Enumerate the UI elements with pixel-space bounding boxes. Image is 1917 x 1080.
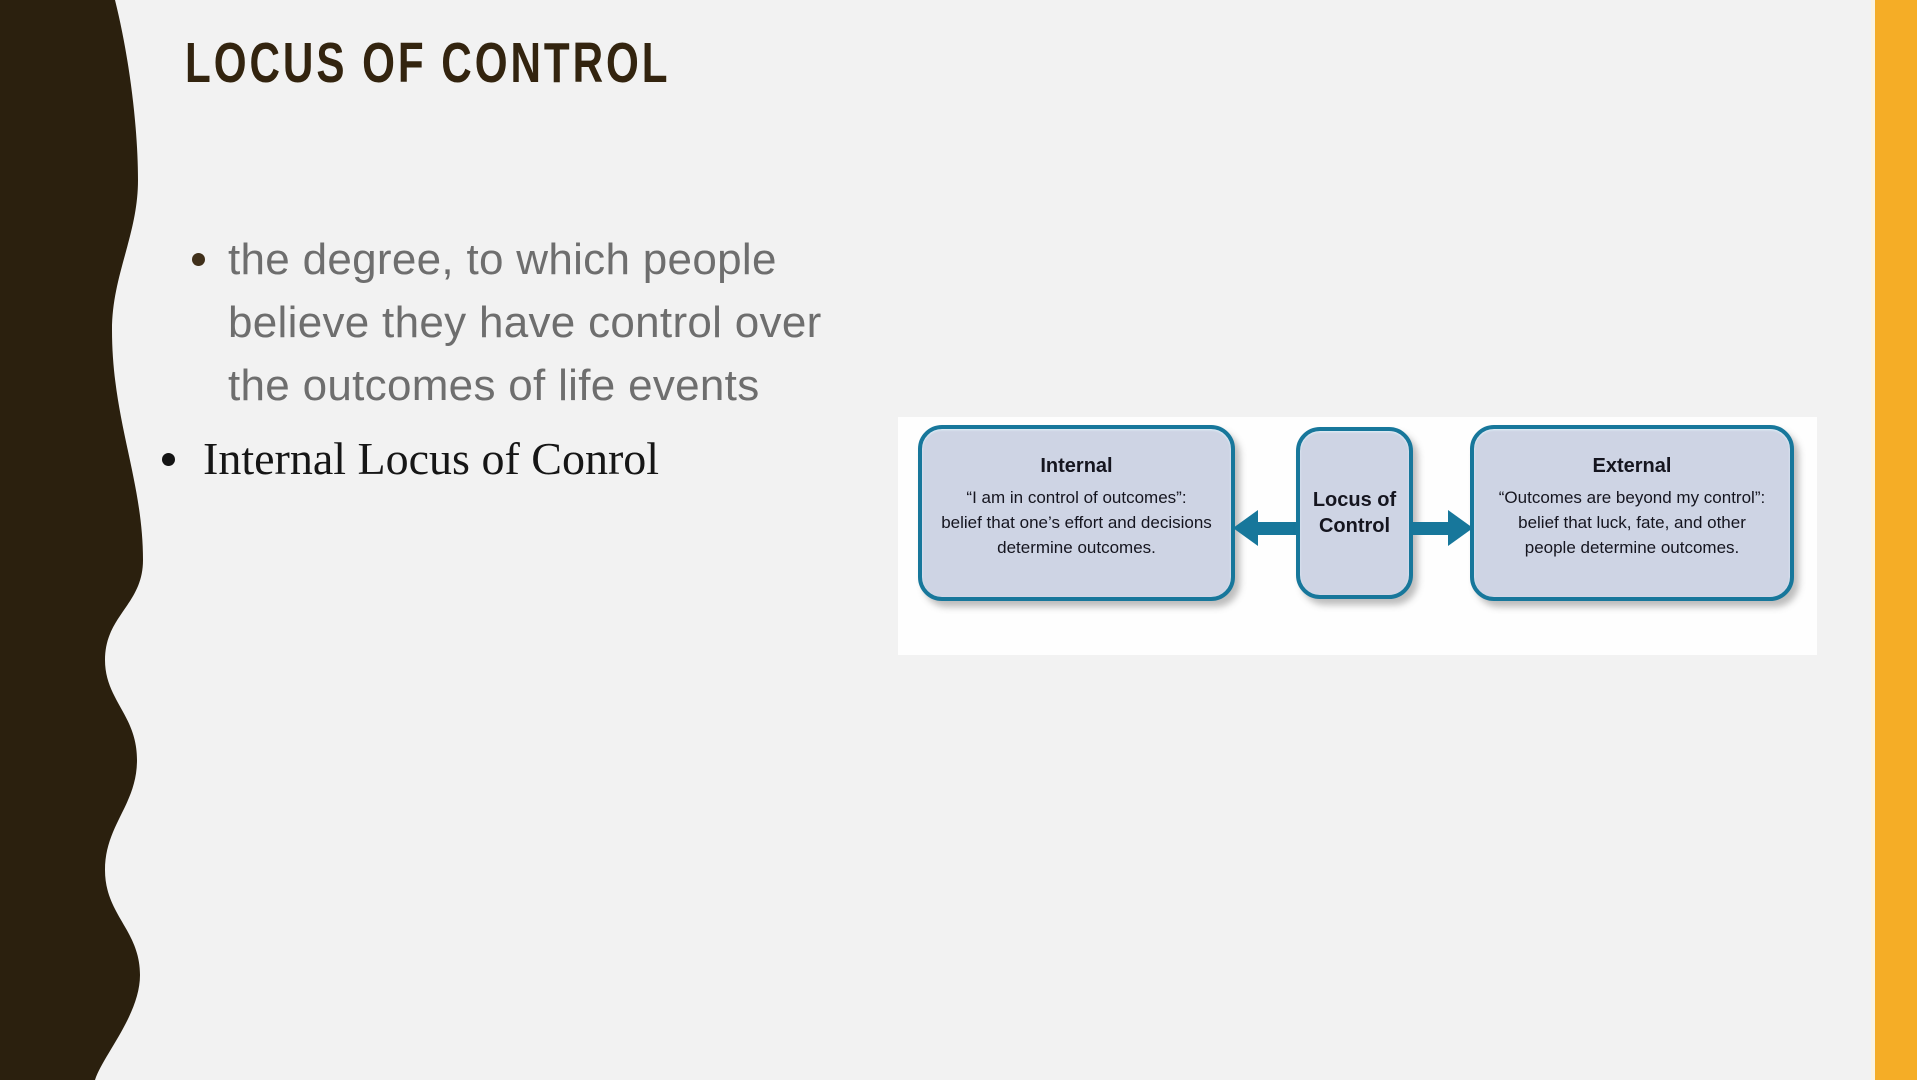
locus-of-control-diagram: Internal “I am in control of outcomes”: b…	[898, 417, 1817, 655]
arrow-left-shaft	[1258, 521, 1299, 535]
text-line: “I am in control of outcomes”:	[966, 488, 1187, 507]
text-line: believe they have control over	[228, 298, 822, 347]
arrow-right-head	[1448, 510, 1473, 546]
arrow-left-head	[1233, 510, 1258, 546]
bullet-definition-text: the degree, to which people believe they …	[228, 228, 822, 417]
locus-of-control-label: Locus of Control	[1313, 487, 1396, 539]
bullet-marker-icon	[162, 453, 175, 466]
bullet-marker-icon	[192, 253, 205, 266]
text-line: Control	[1318, 515, 1391, 537]
internal-box-body: “I am in control of outcomes”: belief tha…	[922, 485, 1231, 560]
text-line: determine outcomes.	[997, 538, 1156, 557]
internal-box-title: Internal	[1040, 455, 1113, 477]
bullet-definition: the degree, to which people believe they …	[192, 228, 822, 417]
internal-box: Internal “I am in control of outcomes”: b…	[918, 425, 1235, 601]
arrow-right-shaft	[1410, 521, 1448, 535]
external-box: External “Outcomes are beyond my control…	[1470, 425, 1794, 601]
arrow-left-icon	[1233, 510, 1299, 546]
text-line: belief that luck, fate, and other	[1518, 513, 1746, 532]
locus-of-control-box: Locus of Control	[1296, 427, 1413, 599]
arrow-right-icon	[1410, 510, 1473, 546]
text-line: belief that one’s effort and decisions	[941, 513, 1212, 532]
text-line: people determine outcomes.	[1524, 538, 1740, 557]
right-accent-bar	[1871, 0, 1917, 1080]
text-line: the outcomes of life events	[228, 361, 760, 410]
slide-title: LOCUS OF CONTROL	[185, 31, 671, 95]
sidebar-wave	[0, 0, 143, 1080]
text-line: the degree, to which people	[228, 235, 777, 284]
external-box-title: External	[1592, 455, 1672, 477]
text-line: Locus of	[1312, 489, 1397, 511]
bullet-internal-locus-text: Internal Locus of Conrol	[203, 433, 660, 484]
text-line: “Outcomes are beyond my control”:	[1498, 488, 1766, 507]
bullet-internal-locus: Internal Locus of Conrol	[162, 433, 659, 485]
external-box-body: “Outcomes are beyond my control”: belief …	[1474, 485, 1790, 560]
